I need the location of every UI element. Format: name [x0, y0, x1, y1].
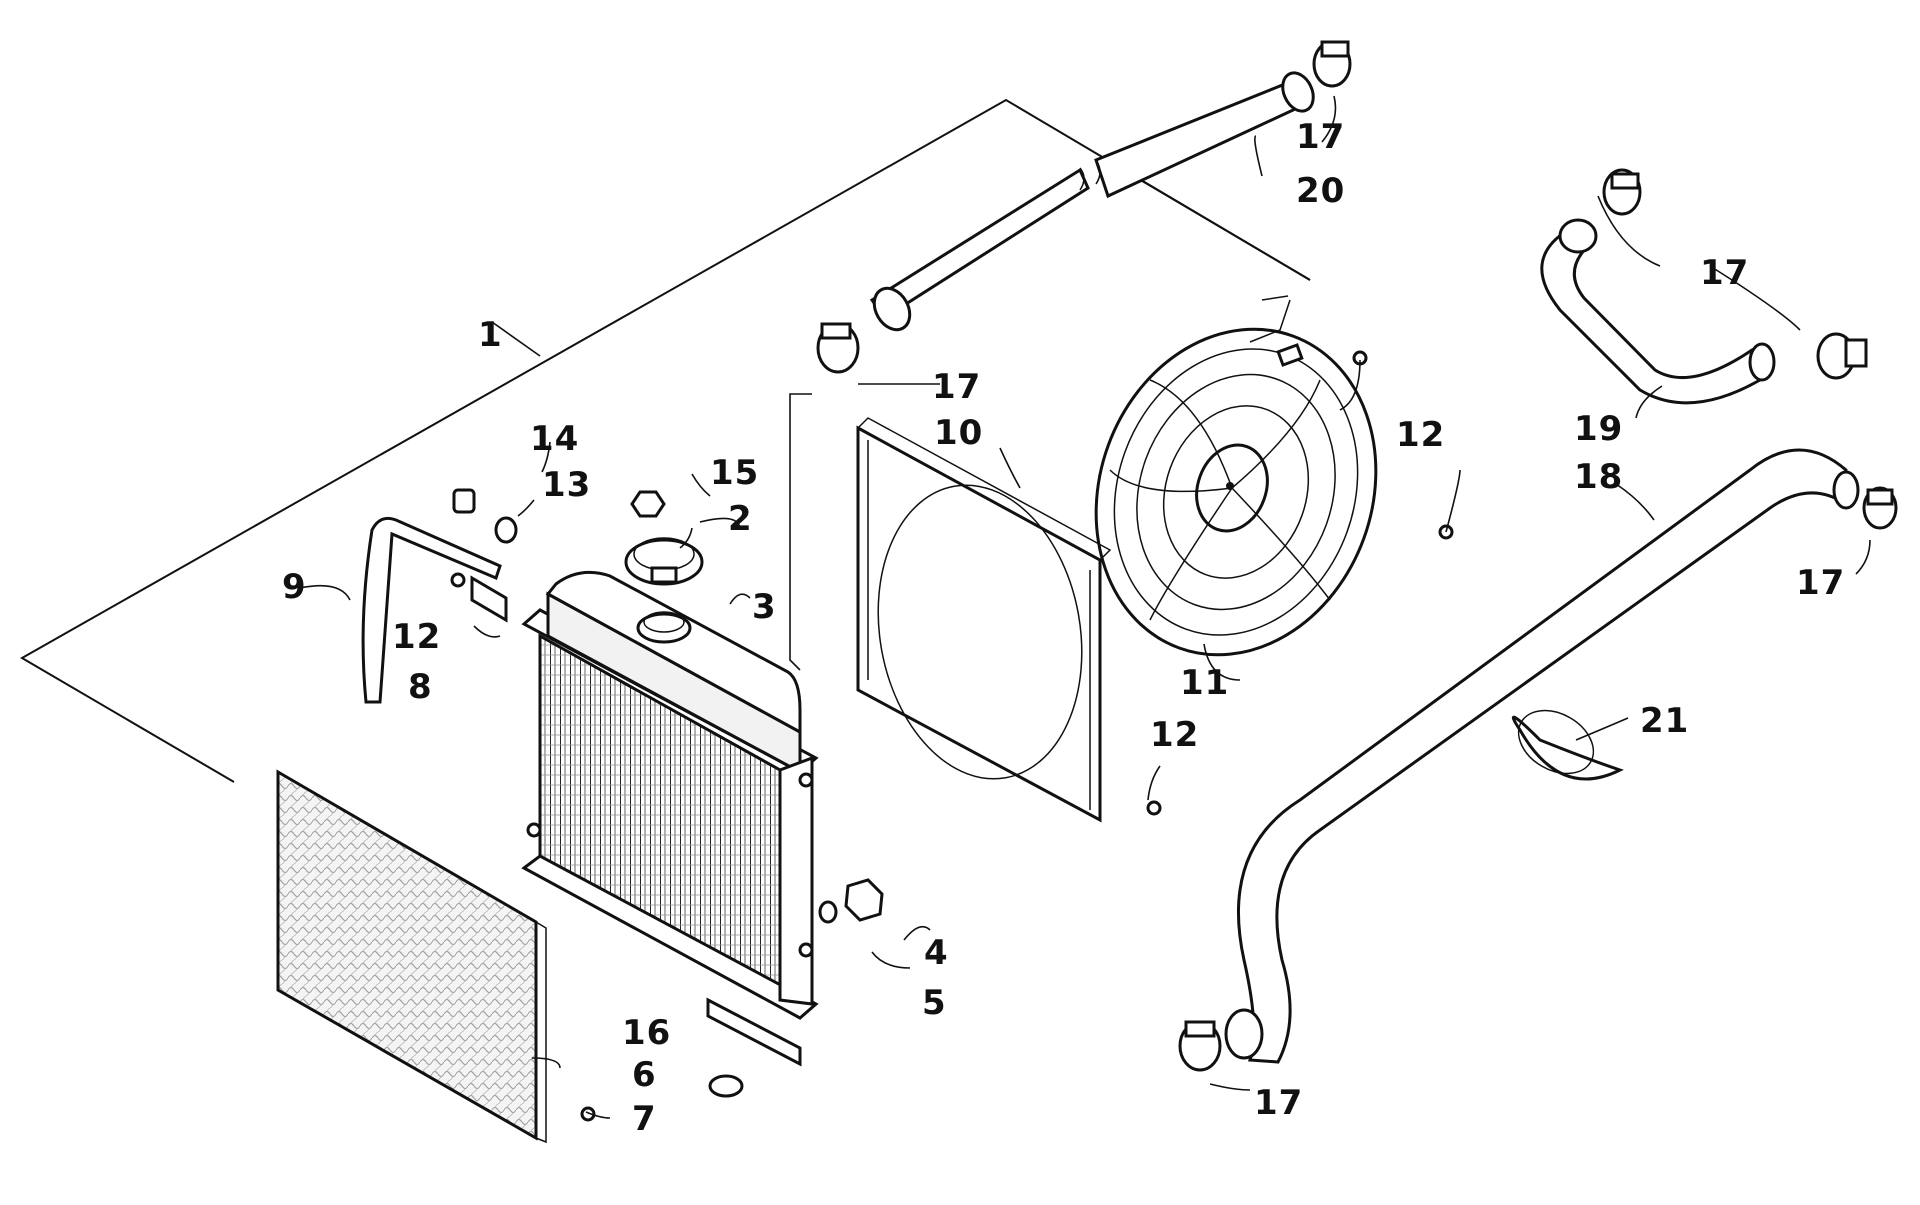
clamp-hose19-bottom: [1816, 332, 1868, 380]
callout-12b: 12: [392, 617, 441, 657]
callout-6: 6: [632, 1055, 657, 1095]
bolt-12-left: [450, 572, 466, 588]
nut-15: [630, 490, 666, 518]
clamp-hose18-bottom: [1178, 1020, 1222, 1072]
plug-4: [844, 878, 884, 922]
callout-15: 15: [710, 453, 759, 493]
screen-6: [276, 769, 547, 1144]
hose-clamps: [816, 40, 1898, 1072]
fitting-14: [452, 488, 476, 514]
callout-21: 21: [1640, 701, 1689, 741]
upper-hose-20: [869, 71, 1315, 332]
callout-14: 14: [530, 419, 579, 459]
fan-shroud-10: [856, 417, 1112, 823]
callout-20: 20: [1296, 171, 1345, 211]
overflow-hose-9: [361, 516, 502, 704]
callout-9: 9: [282, 567, 307, 607]
callout-16: 16: [622, 1013, 671, 1053]
ring-clip-21: [1511, 709, 1624, 781]
callout-3: 3: [752, 587, 777, 627]
assembly-bracket: [19, 98, 1311, 783]
clamp-left: [816, 322, 860, 374]
callout-12c: 12: [1150, 715, 1199, 755]
callout-7: 7: [632, 1099, 657, 1139]
callout-5: 5: [922, 983, 947, 1023]
screw-7: [580, 1106, 596, 1122]
grommet-16: [708, 1074, 744, 1098]
callout-17e: 17: [1254, 1083, 1303, 1123]
callout-11: 11: [1180, 663, 1229, 703]
clamp-hose18-right: [1862, 486, 1898, 530]
callout-13: 13: [542, 465, 591, 505]
callout-17a: 17: [1296, 117, 1345, 157]
callout-2: 2: [728, 499, 753, 539]
callout-labels: 1 2 3 4 5 6 7 8 9 10 11 12 12 12 13 14 1…: [282, 117, 1845, 1139]
callout-19: 19: [1574, 409, 1623, 449]
callout-18: 18: [1574, 457, 1623, 497]
callout-10: 10: [934, 413, 983, 453]
washer-5: [818, 900, 838, 924]
clamp-hose19-top: [1602, 168, 1642, 216]
callout-4: 4: [924, 933, 949, 973]
callout-17b: 17: [932, 367, 981, 407]
small-fittings: [450, 350, 1454, 1122]
hose-19: [1540, 218, 1776, 405]
callout-17d: 17: [1796, 563, 1845, 603]
callout-8: 8: [408, 667, 433, 707]
bolt-12-low: [1146, 800, 1162, 816]
leader-lines: [299, 95, 1871, 1119]
fitting-13: [494, 516, 518, 544]
filler-neck-and-cap-2: [624, 537, 704, 644]
radiator-3: [521, 570, 819, 1067]
fan-assembly-11: [1094, 295, 1378, 657]
callout-12a: 12: [1396, 415, 1445, 455]
hose-18: [1224, 448, 1860, 1064]
clamp-top-right: [1312, 40, 1352, 88]
callout-1: 1: [478, 315, 503, 355]
callout-17c: 17: [1700, 253, 1749, 293]
bracket-8: [470, 575, 508, 623]
